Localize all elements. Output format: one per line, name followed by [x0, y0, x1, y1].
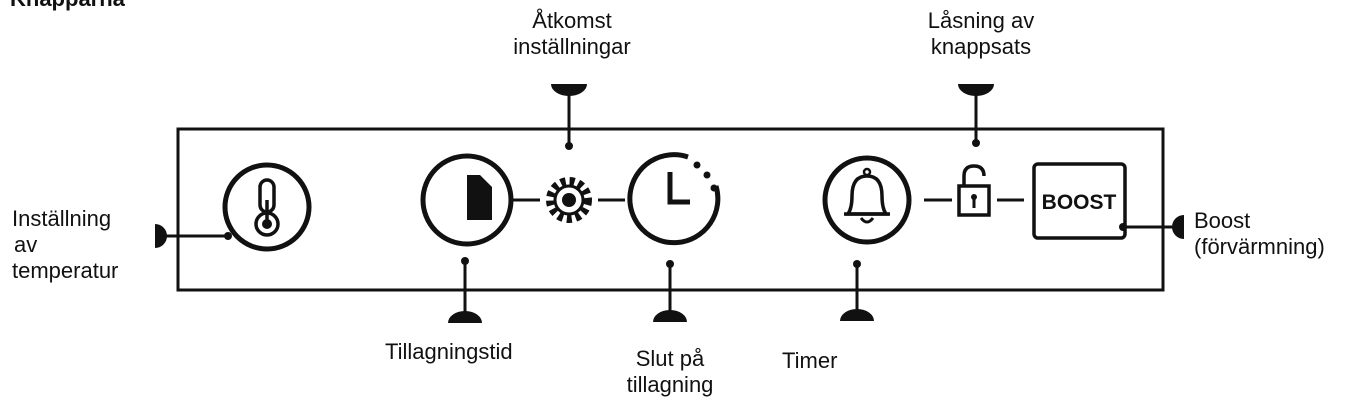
label-end-of-cooking: Slut på tillagning — [626, 346, 714, 397]
boost-button[interactable]: BOOST — [1032, 162, 1127, 240]
diagram-title: Knapparna — [10, 0, 125, 12]
leader-end-of-cooking — [653, 260, 687, 322]
leader-temperature — [155, 224, 232, 248]
padlock-icon[interactable] — [957, 164, 991, 217]
label-boost: Boost (förvärmning) — [1194, 208, 1325, 259]
bell-icon[interactable] — [822, 155, 912, 245]
label-temperature: Inställning av temperatur — [12, 206, 119, 283]
label-settings-access: Åtkomst inställningar — [513, 8, 631, 59]
leader-keypad-lock — [958, 84, 994, 147]
label-cooking-time: Tillagningstid — [385, 339, 513, 364]
end-of-cooking-icon[interactable] — [627, 152, 721, 246]
boost-button-label: BOOST — [1042, 191, 1117, 214]
leader-boost — [1119, 215, 1184, 239]
gear-icon[interactable] — [546, 177, 592, 223]
leader-cooking-time — [448, 257, 482, 323]
leader-settings-access — [551, 84, 587, 150]
label-keypad-lock: Låsning av knappsats — [927, 8, 1035, 59]
thermometer-icon[interactable] — [222, 162, 312, 252]
leader-timer — [840, 260, 874, 321]
label-timer: Timer — [782, 348, 838, 373]
cooking-time-icon[interactable] — [420, 153, 514, 247]
